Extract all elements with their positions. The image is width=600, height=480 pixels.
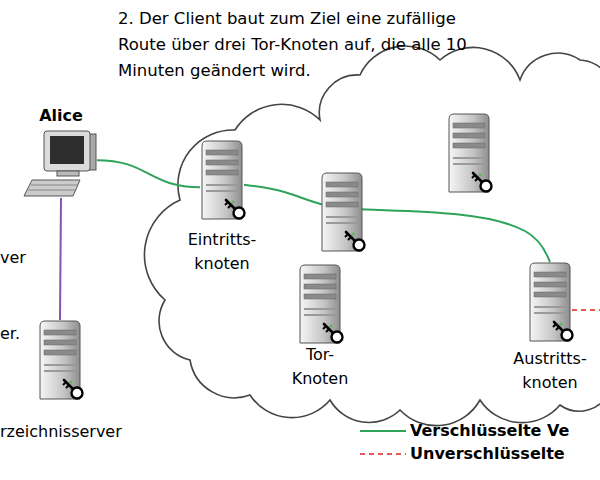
route-connector <box>60 198 61 320</box>
route-connector <box>97 160 200 187</box>
computer-icon <box>24 131 96 196</box>
legend-text: Unverschlüsselte <box>410 443 565 465</box>
legend-unencrypted-sample <box>360 453 406 455</box>
unencrypted-link <box>572 309 600 311</box>
middle-server-icon <box>322 173 365 251</box>
relay-server-icon <box>449 114 492 192</box>
tor-cloud <box>144 46 600 426</box>
exit-server-icon <box>530 263 573 341</box>
legend-encrypted-sample <box>360 430 406 432</box>
diagram-title: 2. Der Client baut zum Ziel eine zufälli… <box>118 6 498 84</box>
node-label: Alice <box>11 104 111 128</box>
entry-server-icon <box>202 141 245 219</box>
route-connector <box>244 185 550 262</box>
node-label: rzeichnisserver <box>0 420 160 444</box>
cropped-label: er. <box>0 323 20 345</box>
directory-server-icon <box>40 321 83 399</box>
cropped-label: ver <box>0 247 26 269</box>
tor-server-icon <box>300 265 343 343</box>
